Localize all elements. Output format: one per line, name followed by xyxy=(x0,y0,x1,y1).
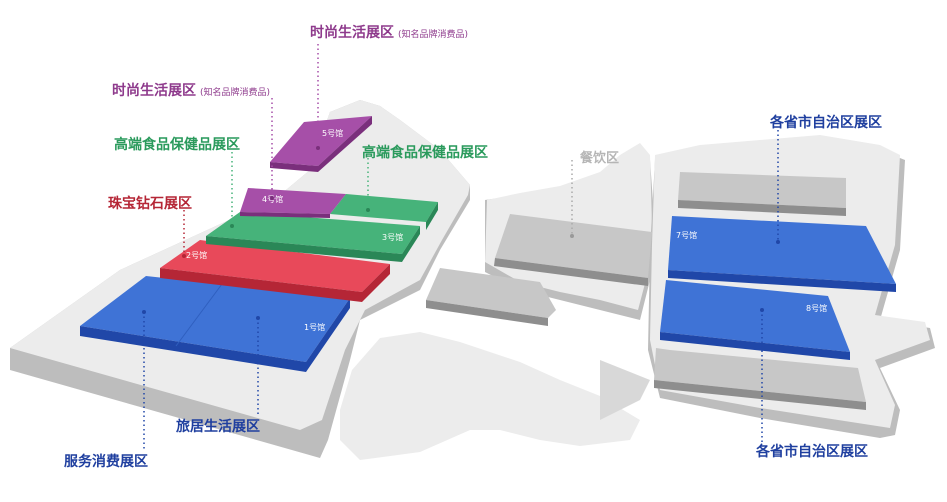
hall-8[interactable]: 8号馆 xyxy=(660,280,850,360)
label-fashion-top-sub: (知名品牌消费品) xyxy=(398,30,469,40)
dining-halls xyxy=(426,214,652,326)
label-fashion-mid-title: 时尚生活展区 xyxy=(112,83,196,99)
label-provinces-bottom: 各省市自治区展区 xyxy=(756,444,868,460)
leader-dots xyxy=(142,146,780,320)
label-home-living: 旅居生活展区 xyxy=(176,419,260,435)
label-fashion-top-title: 时尚生活展区 xyxy=(310,25,394,41)
label-jewelry: 珠宝钻石展区 xyxy=(108,196,192,212)
hall-1[interactable]: 1号馆 xyxy=(80,276,350,372)
label-fashion-top: 时尚生活展区 (知名品牌消费品) xyxy=(310,22,468,42)
label-fashion-mid: 时尚生活展区 (知名品牌消费品) xyxy=(112,80,270,100)
hall-2[interactable]: 2号馆 xyxy=(160,240,390,302)
gray-halls-east xyxy=(654,172,866,410)
hall-7-label: 7号馆 xyxy=(676,230,697,240)
hall-3-label: 3号馆 xyxy=(382,232,403,242)
label-fashion-mid-sub: (知名品牌消费品) xyxy=(200,88,271,98)
hall-8-label: 8号馆 xyxy=(806,303,827,313)
label-health-right: 高端食品保健品展区 xyxy=(362,145,488,161)
label-health-left: 高端食品保健品展区 xyxy=(114,137,240,153)
hall-4[interactable]: 4号馆 xyxy=(240,188,346,218)
hall-5-label: 5号馆 xyxy=(322,128,343,138)
leader-lines xyxy=(143,44,779,450)
hall-3[interactable]: 3号馆 xyxy=(206,194,438,262)
hall-1-label: 1号馆 xyxy=(304,322,325,332)
hall-2-label: 2号馆 xyxy=(186,250,207,260)
hall-7[interactable]: 7号馆 xyxy=(668,216,896,292)
label-services: 服务消费展区 xyxy=(64,454,148,470)
label-dining: 餐饮区 xyxy=(580,151,620,166)
hall-5[interactable]: 5号馆 xyxy=(270,116,372,172)
label-provinces-top: 各省市自治区展区 xyxy=(770,115,882,131)
